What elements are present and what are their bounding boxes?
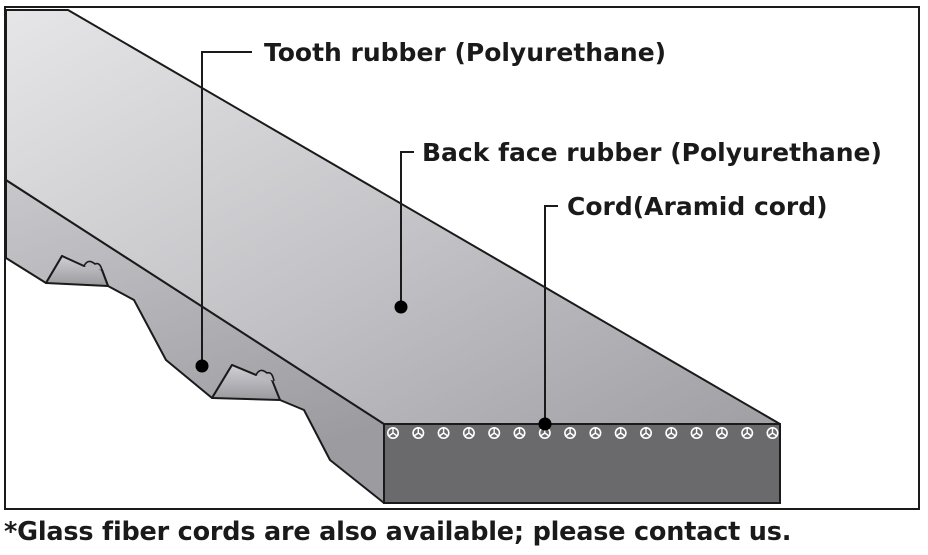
belt-end-face	[383, 423, 781, 504]
cord-mark	[665, 426, 678, 439]
cord-mark	[690, 426, 703, 439]
leader-tooth-rubber	[201, 51, 252, 365]
cord-mark	[715, 426, 728, 439]
aramid-cord-row	[386, 426, 779, 439]
cord-mark	[437, 426, 450, 439]
cord-mark	[488, 426, 501, 439]
footnote: *Glass fiber cords are also available; p…	[4, 517, 792, 547]
tooth-notch	[255, 369, 275, 382]
label-tooth-rubber: Tooth rubber (Polyurethane)	[264, 38, 666, 67]
cord-mark	[462, 426, 475, 439]
cord-mark	[386, 426, 399, 439]
leader-dot-tooth-rubber	[195, 359, 209, 373]
cord-mark	[639, 426, 652, 439]
cord-mark	[564, 426, 577, 439]
cord-mark	[412, 426, 425, 439]
leader-back-face-rubber	[400, 151, 414, 307]
cord-mark	[741, 426, 754, 439]
tooth-notch	[83, 260, 103, 271]
leader-cord	[544, 205, 558, 424]
leader-dot-back-face-rubber	[394, 300, 408, 314]
cord-mark	[766, 426, 779, 439]
belt-drawing	[5, 9, 781, 504]
leader-lines	[201, 51, 558, 424]
label-back-face-rubber: Back face rubber (Polyurethane)	[422, 138, 882, 167]
cord-mark	[614, 426, 627, 439]
leader-dot-cord	[538, 417, 552, 431]
cord-mark	[589, 426, 602, 439]
cord-mark	[513, 426, 526, 439]
label-cord: Cord(Aramid cord)	[567, 192, 828, 221]
